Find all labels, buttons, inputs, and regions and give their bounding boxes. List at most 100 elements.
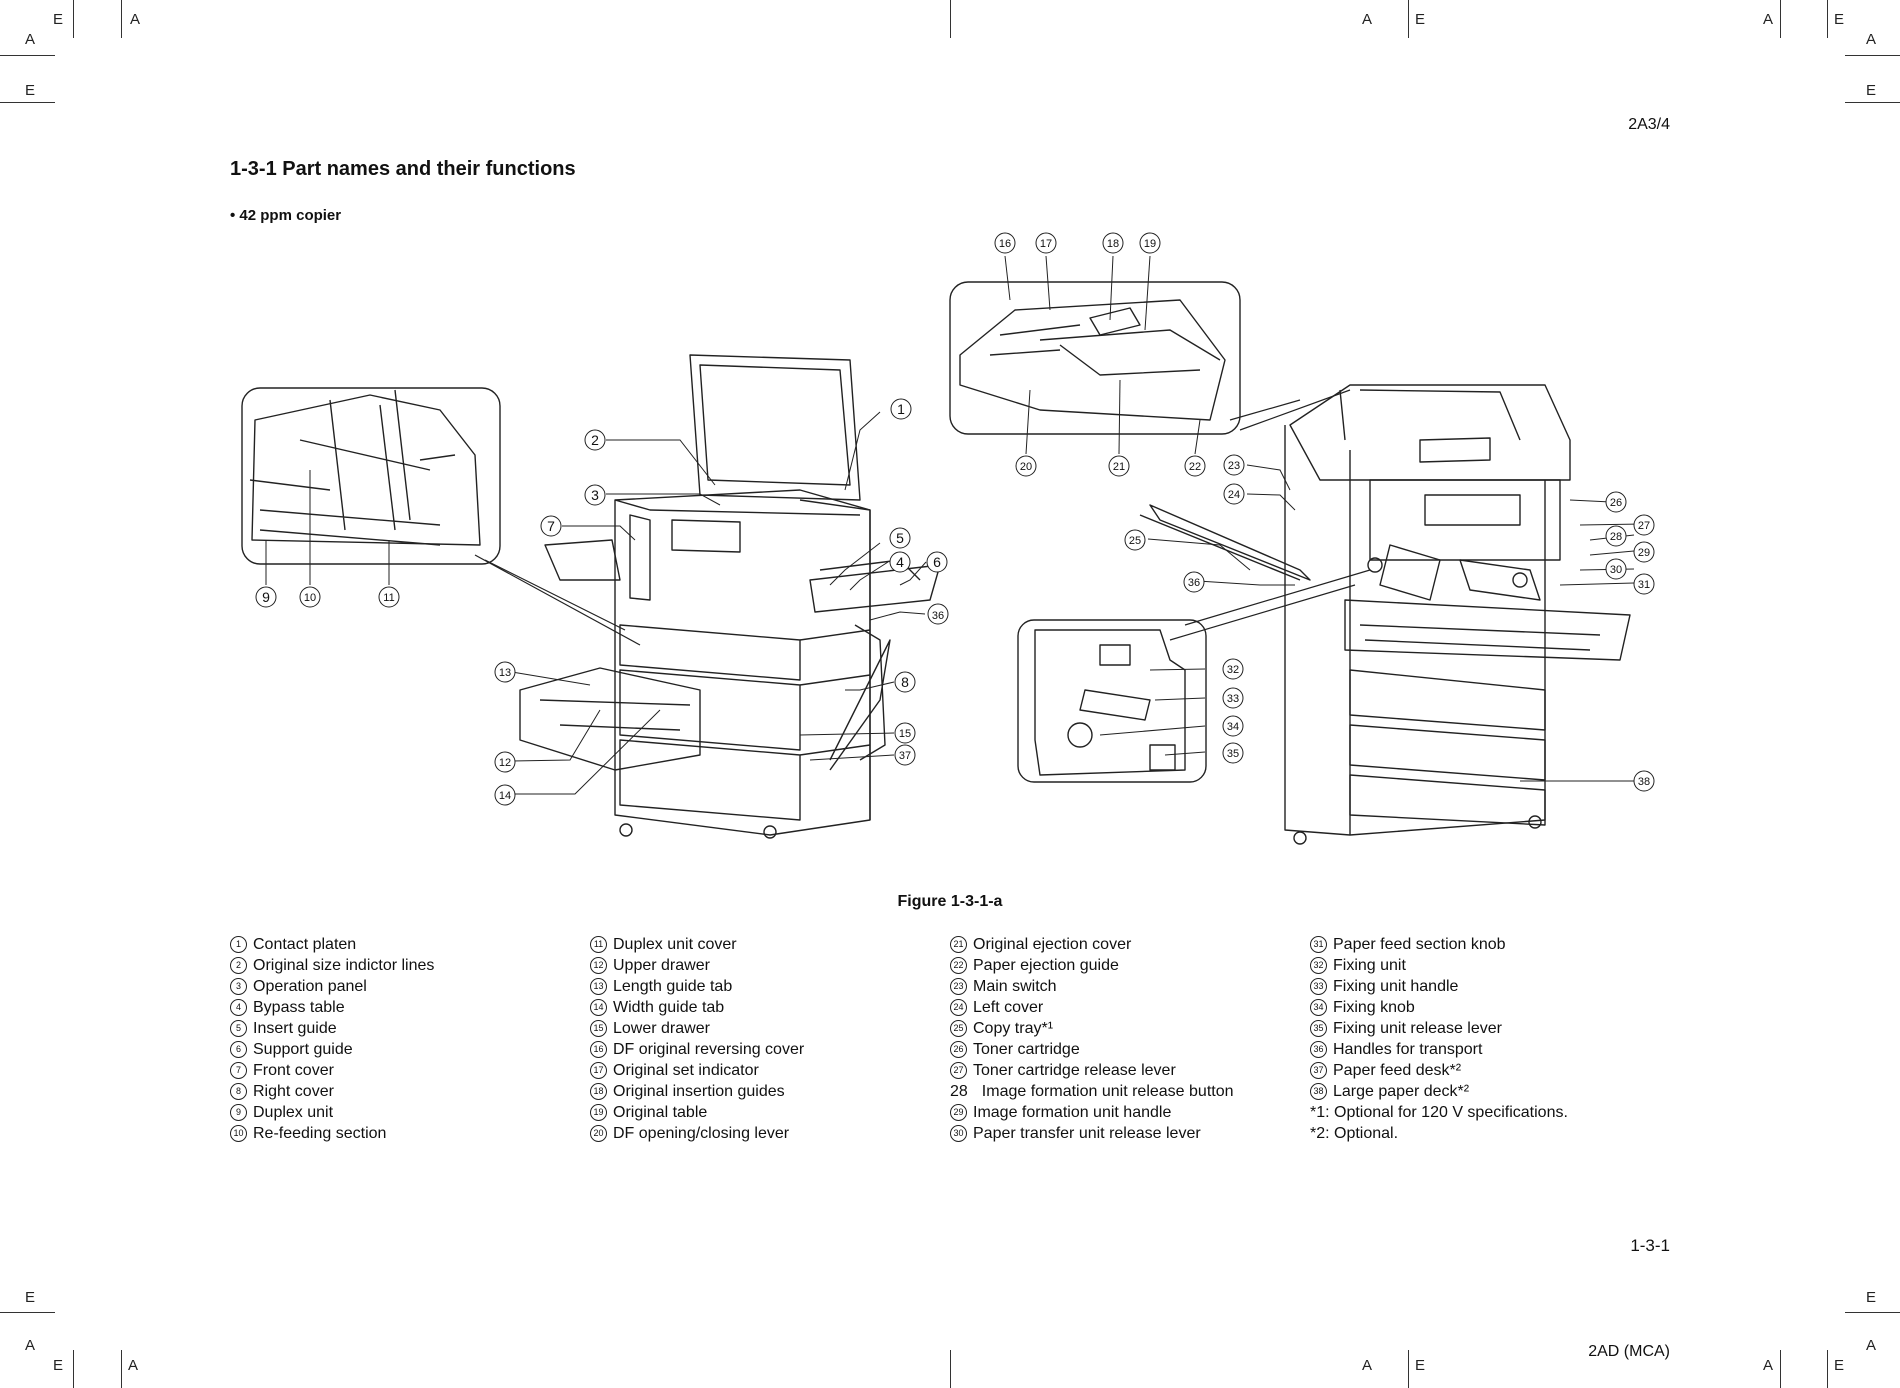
callout-16: 16 (994, 232, 1016, 254)
legend-label: Support guide (253, 1041, 353, 1058)
svg-text:33: 33 (1227, 693, 1239, 705)
callout-7: 7 (540, 515, 562, 537)
legend-number: 17 (590, 1062, 607, 1079)
legend-item: 14 Width guide tab (590, 997, 940, 1018)
legend-label: Lower drawer (613, 1020, 710, 1037)
crop-line (1780, 0, 1781, 38)
reg-mark-letter: A (25, 1337, 36, 1354)
copier-illustration: 1 2 3 7 5 4 6 36 8 15 37 13 12 14 9 10 1… (241, 232, 1655, 845)
svg-text:37: 37 (899, 750, 911, 762)
reg-mark-letter: E (1415, 1357, 1426, 1374)
svg-text:11: 11 (383, 592, 394, 604)
callout-23: 23 (1223, 454, 1245, 476)
legend-label: Right cover (253, 1083, 334, 1100)
legend-label: Width guide tab (613, 999, 725, 1016)
legend-label: Toner cartridge release lever (973, 1062, 1176, 1079)
crop-line (121, 0, 122, 38)
reg-mark-letter: A (1763, 1357, 1774, 1374)
reg-mark-letter: E (1866, 82, 1877, 99)
svg-text:23: 23 (1228, 460, 1240, 472)
svg-text:25: 25 (1129, 535, 1141, 547)
svg-text:1: 1 (897, 401, 905, 417)
svg-text:3: 3 (591, 487, 599, 503)
reg-mark-letter: A (1362, 1357, 1373, 1374)
crop-line (950, 1350, 951, 1388)
callout-31: 31 (1633, 573, 1655, 595)
crop-line (1845, 55, 1900, 56)
legend-label: Main switch (973, 978, 1057, 995)
reg-mark-letter: A (1362, 11, 1373, 28)
svg-text:21: 21 (1113, 461, 1125, 473)
legend-label: Original ejection cover (973, 936, 1132, 953)
svg-text:27: 27 (1638, 520, 1650, 532)
svg-text:7: 7 (547, 518, 555, 534)
legend-number: 25 (950, 1020, 967, 1037)
document-code-top: 2A3/4 (1628, 116, 1670, 133)
legend-number: 26 (950, 1041, 967, 1058)
callout-20: 20 (1015, 455, 1037, 477)
legend-label: Fixing unit handle (1333, 978, 1459, 995)
reg-mark-letter: E (1834, 1357, 1845, 1374)
legend-label: Paper feed desk*² (1333, 1062, 1462, 1079)
legend-label: Re-feeding section (253, 1125, 387, 1142)
legend-label: Length guide tab (613, 978, 733, 995)
callout-12: 12 (494, 751, 516, 773)
svg-text:2: 2 (591, 432, 599, 448)
legend-number: 11 (590, 936, 607, 953)
document-code-bottom: 2AD (MCA) (1588, 1343, 1670, 1360)
legend-number: 28 (950, 1083, 968, 1100)
legend-label: Operation panel (253, 978, 367, 995)
legend-label: Duplex unit (253, 1104, 334, 1121)
legend-label: Bypass table (253, 999, 345, 1016)
legend-number: 2 (230, 957, 247, 974)
legend-number: 37 (1310, 1062, 1327, 1079)
legend-number: 31 (1310, 936, 1327, 953)
legend-label: Image formation unit handle (973, 1104, 1172, 1121)
legend-label: Upper drawer (613, 957, 710, 974)
document-feeder-inset (949, 281, 1241, 435)
callout-10: 10 (299, 586, 321, 608)
callout-26: 26 (1605, 491, 1627, 513)
svg-text:36: 36 (1188, 577, 1200, 589)
legend-label: Paper ejection guide (973, 957, 1119, 974)
callout-38: 38 (1633, 770, 1655, 792)
svg-text:18: 18 (1107, 238, 1119, 250)
legend-label: DF original reversing cover (613, 1041, 805, 1058)
legend-number: 18 (590, 1083, 607, 1100)
legend-label: Large paper deck*² (1333, 1083, 1470, 1100)
callout-36b: 36 (1183, 571, 1205, 593)
crop-line (1827, 1350, 1828, 1388)
duplex-inset-frame (241, 387, 501, 565)
callout-32: 32 (1222, 658, 1244, 680)
svg-text:24: 24 (1228, 489, 1240, 501)
crop-line (0, 1312, 55, 1313)
reg-mark-letter: E (53, 1357, 64, 1374)
callout-36: 36 (927, 603, 949, 625)
callout-8: 8 (894, 671, 916, 693)
legend-label: Duplex unit cover (613, 936, 737, 953)
legend-label: Toner cartridge (973, 1041, 1080, 1058)
legend-label: Image formation unit release button (981, 1083, 1234, 1100)
svg-text:5: 5 (896, 530, 904, 546)
legend-number: 22 (950, 957, 967, 974)
reg-mark-letter: E (1834, 11, 1845, 28)
legend-label: Left cover (973, 999, 1044, 1016)
legend-number: 14 (590, 999, 607, 1016)
